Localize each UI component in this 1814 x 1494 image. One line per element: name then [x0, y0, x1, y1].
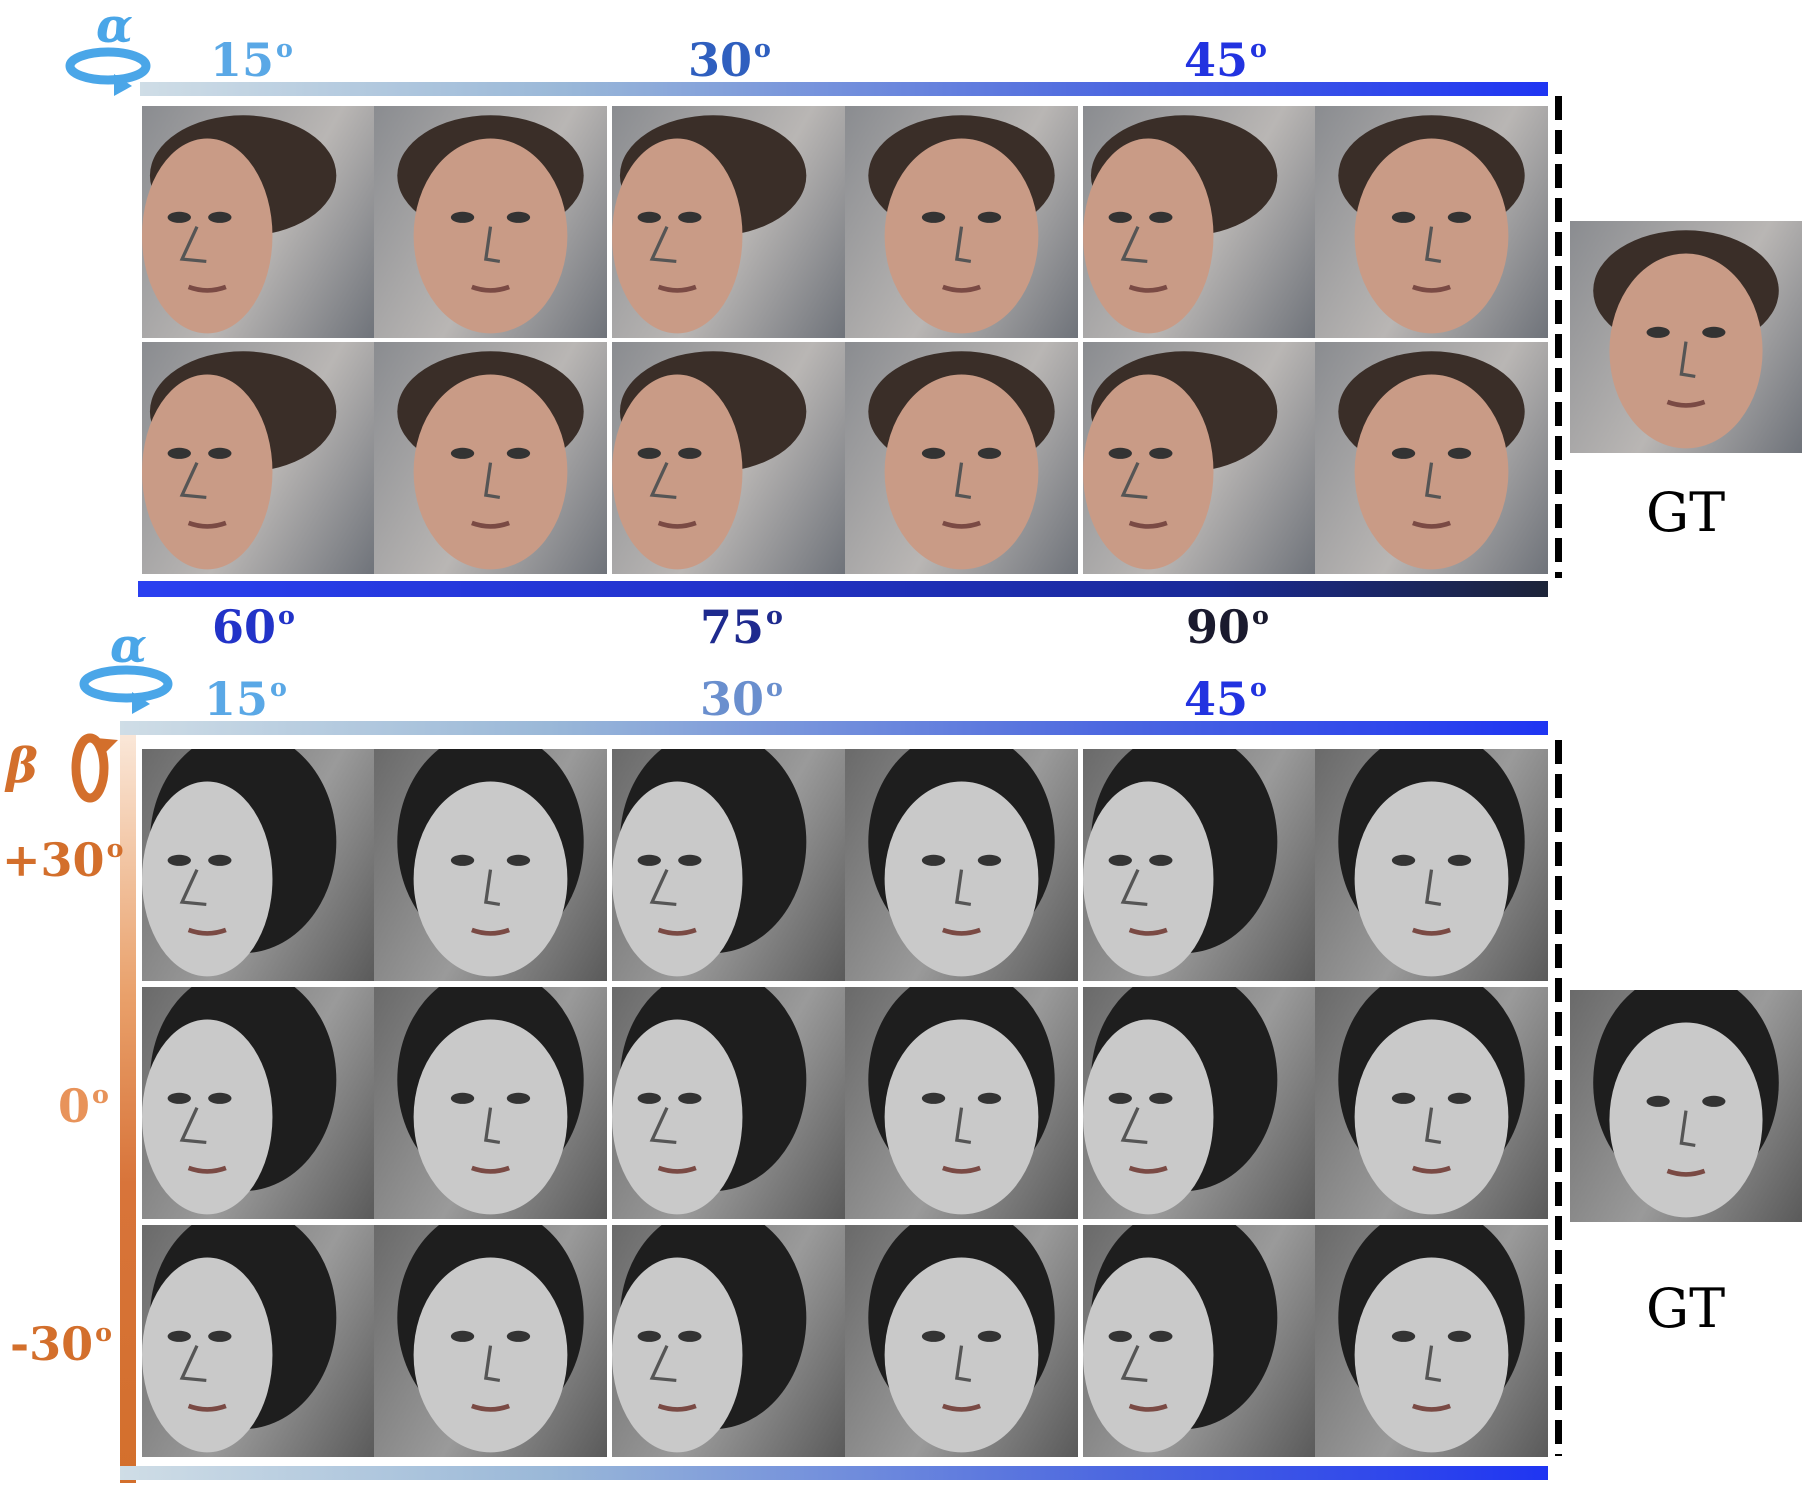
output-face-image [1315, 342, 1548, 574]
yaw-gradient-bar-bottom [138, 581, 1548, 597]
yaw-rotation-icon: α [62, 0, 152, 100]
output-face-image [1315, 749, 1548, 981]
yaw-label-15: 15o [210, 32, 293, 87]
input-face-image [1083, 987, 1316, 1219]
output-face-image [374, 106, 607, 338]
output-face-image [845, 749, 1078, 981]
yaw-label-60: 60o [212, 599, 295, 654]
output-face-image [374, 342, 607, 574]
yaw-label-15: 15o [204, 671, 287, 726]
pitch-label-minus-30: -30o [10, 1316, 112, 1371]
yaw-label-30: 30o [700, 671, 783, 726]
yaw-gradient-bar [140, 82, 1548, 96]
pitch-label-0: 0o [58, 1078, 109, 1133]
input-face-image [612, 1225, 845, 1457]
alpha-symbol: α [110, 618, 147, 674]
beta-symbol: β [6, 738, 38, 794]
pitch-rotation-icon: β [6, 726, 126, 806]
output-face-image [374, 987, 607, 1219]
input-face-image [1083, 749, 1316, 981]
yaw-label-75: 75o [700, 599, 783, 654]
output-face-image [374, 749, 607, 981]
input-face-image [142, 1225, 375, 1457]
separator-dashed-line [1555, 96, 1562, 578]
output-face-image [845, 1225, 1078, 1457]
yaw-rotation-icon: α [76, 622, 176, 722]
input-face-image [1083, 342, 1316, 574]
input-face-image [142, 106, 375, 338]
yaw-label-45: 45o [1184, 32, 1267, 87]
yaw-label-45: 45o [1184, 671, 1267, 726]
output-face-image [374, 1225, 607, 1457]
input-face-image [612, 106, 845, 338]
output-face-image [1315, 987, 1548, 1219]
gt-label: GT [1646, 481, 1726, 544]
input-face-image [612, 749, 845, 981]
input-face-image [142, 342, 375, 574]
input-face-image [1083, 1225, 1316, 1457]
yaw-gradient-bar [120, 721, 1548, 735]
input-face-image [612, 987, 845, 1219]
ground-truth-image [1570, 221, 1802, 453]
yaw-label-90: 90o [1186, 599, 1269, 654]
separator-dashed-line [1555, 740, 1562, 1456]
input-face-image [612, 342, 845, 574]
input-face-image [142, 749, 375, 981]
pitch-label-plus-30: +30o [2, 832, 124, 887]
output-face-image [845, 106, 1078, 338]
output-face-image [1315, 1225, 1548, 1457]
ground-truth-image [1570, 990, 1802, 1222]
output-face-image [1315, 106, 1548, 338]
output-face-image [845, 987, 1078, 1219]
alpha-symbol: α [96, 0, 133, 54]
gt-label: GT [1646, 1277, 1726, 1340]
input-face-image [142, 987, 375, 1219]
output-face-image [845, 342, 1078, 574]
yaw-gradient-bar-bottom [120, 1466, 1548, 1480]
yaw-label-30: 30o [688, 32, 771, 87]
input-face-image [1083, 106, 1316, 338]
pitch-gradient-bar [120, 735, 136, 1483]
